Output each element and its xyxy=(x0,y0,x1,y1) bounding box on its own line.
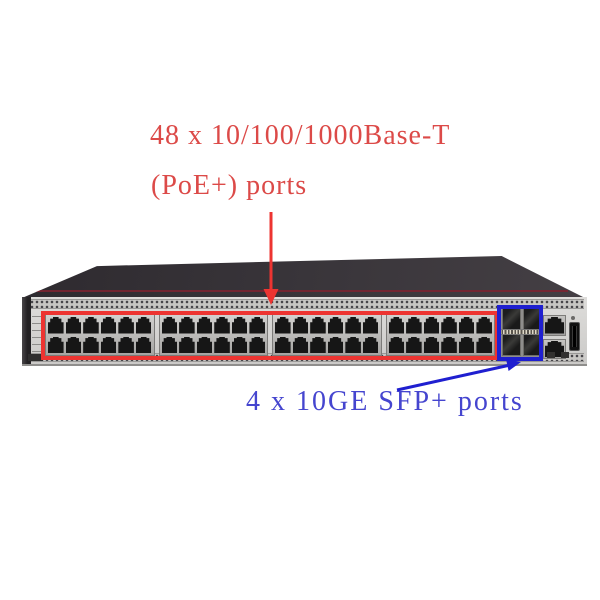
mgmt-rj45-port xyxy=(543,315,566,336)
rj45-port xyxy=(458,336,475,353)
vent-strip-top xyxy=(30,299,584,309)
rj45-port xyxy=(362,317,379,334)
legend-text-line xyxy=(32,344,43,345)
legend-text-line xyxy=(32,330,43,331)
usb-port xyxy=(569,322,580,351)
rj45-port xyxy=(161,336,178,353)
rj45-port xyxy=(214,336,230,353)
rj45-port xyxy=(65,336,82,353)
sfp-contact-band xyxy=(500,329,543,335)
rj45-port xyxy=(179,317,195,334)
rj45-port xyxy=(458,317,475,334)
rj45-port xyxy=(310,317,326,334)
rj45-port xyxy=(441,336,457,353)
rj45-port-group xyxy=(158,314,268,356)
port-legend-area xyxy=(32,310,45,356)
rj45-port xyxy=(48,317,64,334)
sfp-ports-label: 4 x 10GE SFP+ ports xyxy=(246,386,524,417)
rj45-port xyxy=(327,317,344,334)
rj45-port xyxy=(249,317,265,334)
rj45-port xyxy=(345,336,361,353)
rj45-port xyxy=(362,336,379,353)
rj45-port xyxy=(292,336,309,353)
mode-button xyxy=(547,352,555,358)
rj45-port xyxy=(406,317,422,334)
rj45-port xyxy=(231,336,248,353)
rj45-port xyxy=(100,336,117,353)
rj45-port-group xyxy=(272,314,382,356)
rj45-port xyxy=(231,317,248,334)
rj45-ports-highlight-box xyxy=(41,311,499,360)
rj45-port xyxy=(100,317,117,334)
rj45-port-field xyxy=(45,314,495,356)
legend-text-line xyxy=(32,323,43,324)
rj45-port xyxy=(275,336,291,353)
rj45-port xyxy=(388,336,405,353)
rj45-port xyxy=(476,336,492,353)
rj45-port xyxy=(327,336,344,353)
rj45-port-group xyxy=(45,314,155,356)
rj45-port xyxy=(441,317,457,334)
legend-text-line xyxy=(32,337,43,338)
rj45-port xyxy=(65,317,82,334)
rj45-port xyxy=(406,336,422,353)
poe-ports-label-line2: (PoE+) ports xyxy=(151,170,308,201)
rj45-jack xyxy=(545,317,564,334)
rj45-port xyxy=(249,336,265,353)
rj45-port xyxy=(476,317,492,334)
rj45-port xyxy=(345,317,361,334)
rj45-port xyxy=(179,336,195,353)
rj45-port xyxy=(196,336,213,353)
poe-ports-label-line1: 48 x 10/100/1000Base-T xyxy=(150,120,451,151)
rj45-port xyxy=(310,336,326,353)
rj45-port xyxy=(423,336,440,353)
rj45-port xyxy=(214,317,230,334)
rj45-port xyxy=(292,317,309,334)
rj45-port xyxy=(118,336,134,353)
usb-slot xyxy=(572,326,577,347)
rj45-port xyxy=(388,317,405,334)
management-port-stack xyxy=(543,315,566,359)
rj45-port xyxy=(161,317,178,334)
rj45-port xyxy=(118,317,134,334)
rj45-port xyxy=(83,317,99,334)
rj45-port xyxy=(135,336,152,353)
model-label-chip xyxy=(28,354,43,361)
rj45-port xyxy=(196,317,213,334)
chassis-top-panel xyxy=(22,256,585,298)
legend-text-line xyxy=(32,351,43,352)
rj45-port-group xyxy=(385,314,495,356)
rj45-port xyxy=(275,317,291,334)
status-led xyxy=(571,316,575,320)
rj45-port xyxy=(135,317,152,334)
legend-text-line xyxy=(32,316,43,317)
rj45-port xyxy=(48,336,64,353)
rj45-port xyxy=(423,317,440,334)
rj45-port xyxy=(83,336,99,353)
reset-button xyxy=(561,352,569,358)
sfp-ports-highlight-box xyxy=(497,305,543,361)
left-rack-ear xyxy=(22,297,31,364)
chassis-accent-stripe xyxy=(36,290,569,292)
